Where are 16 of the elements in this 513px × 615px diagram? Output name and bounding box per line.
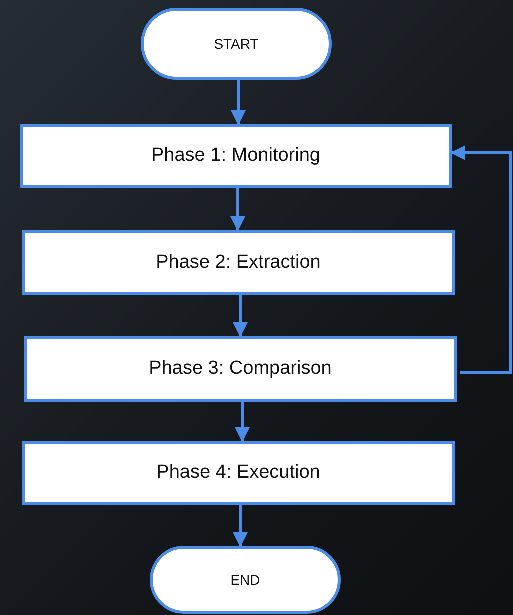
- process-box: [24, 336, 457, 402]
- process-box: [22, 441, 455, 505]
- process-box: [22, 230, 455, 295]
- arrow: [231, 80, 246, 126]
- arrow: [233, 295, 248, 338]
- node-label: Phase 1: Monitoring: [152, 145, 320, 167]
- node-label: Phase 2: Extraction: [156, 252, 321, 274]
- arrow: [230, 188, 246, 232]
- node-label: Phase 3: Comparison: [149, 358, 332, 380]
- node-label: Phase 4: Execution: [156, 462, 320, 484]
- arrow: [233, 505, 248, 548]
- arrow: [450, 146, 512, 374]
- node-label: START: [214, 36, 259, 52]
- arrow: [235, 402, 250, 442]
- process-box: [20, 124, 452, 188]
- node-label: END: [230, 572, 260, 588]
